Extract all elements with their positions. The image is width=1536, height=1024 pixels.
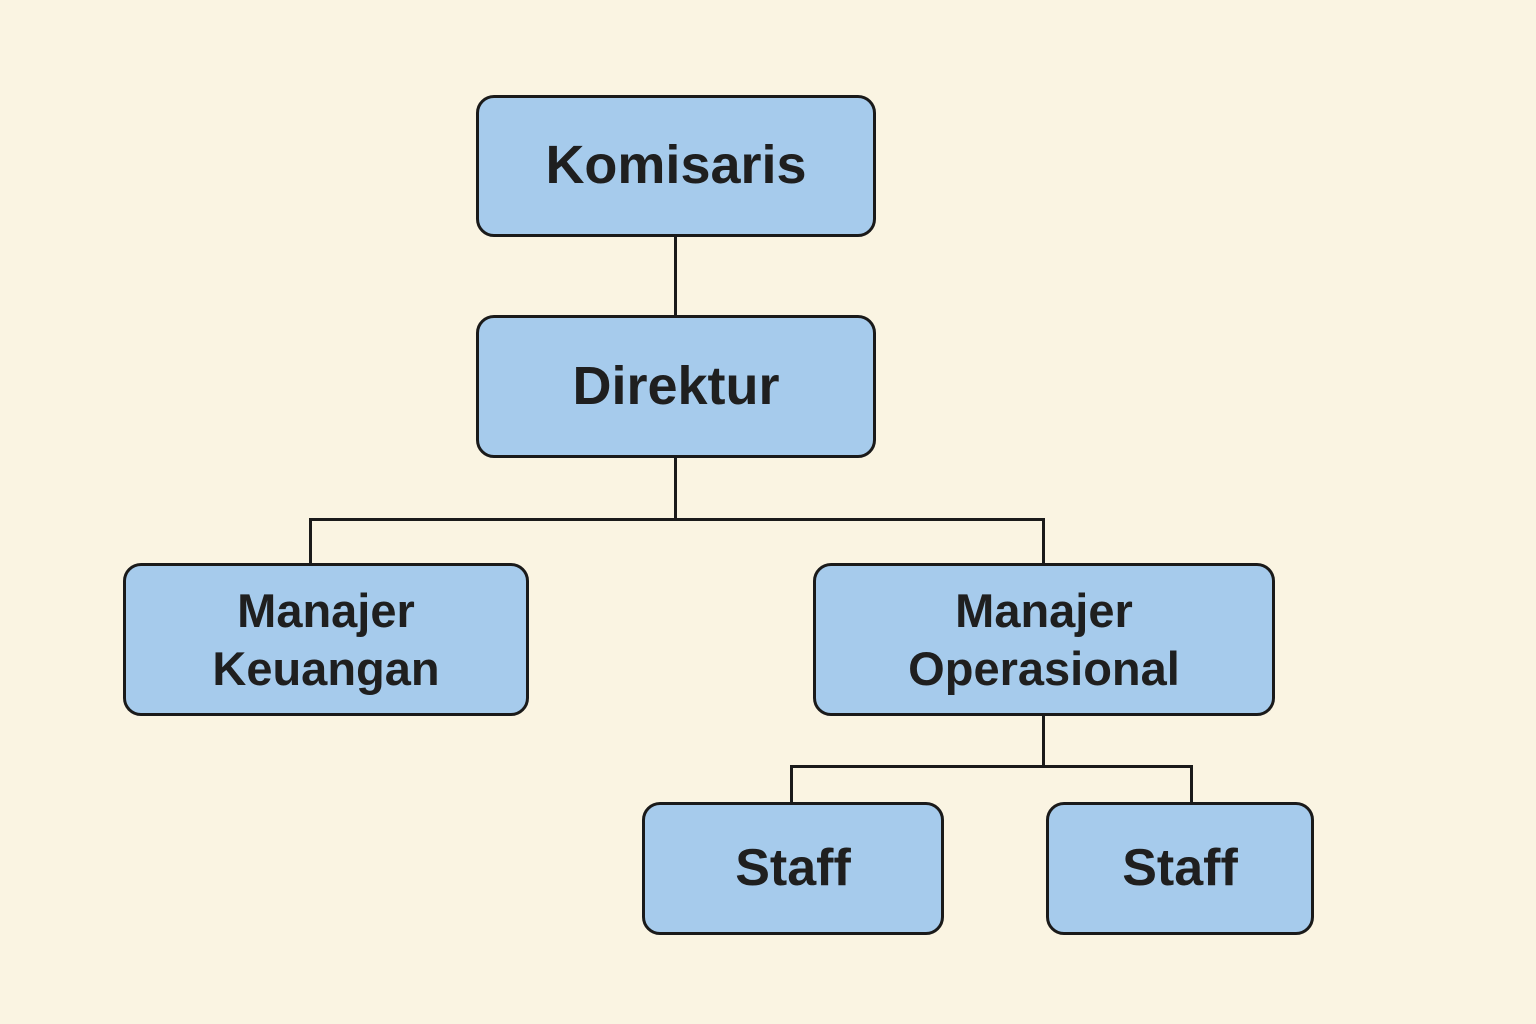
node-staff-1-label: Staff [735,838,851,897]
node-komisaris-label: Komisaris [545,135,807,196]
connector-drop-staff-2 [1190,765,1193,802]
node-staff-2: Staff [1046,802,1314,935]
node-staff-1: Staff [642,802,944,935]
connector-staff-horizontal-bar [790,765,1193,768]
connector-drop-staff-1 [790,765,793,802]
node-manajer-keuangan: Manajer Keuangan [123,563,529,716]
node-manajer-keuangan-label: Manajer Keuangan [212,584,440,695]
node-komisaris: Komisaris [476,95,876,237]
connector-operasional-stem [1042,716,1045,768]
node-manajer-operasional: Manajer Operasional [813,563,1275,716]
node-manajer-operasional-label: Manajer Operasional [908,584,1180,695]
connector-direktur-stem [674,458,677,520]
connector-drop-manajer-operasional [1042,518,1045,563]
node-direktur: Direktur [476,315,876,458]
node-direktur-label: Direktur [572,355,780,416]
connector-managers-horizontal-bar [309,518,1045,521]
node-staff-2-label: Staff [1122,838,1238,897]
connector-komisaris-direktur [674,237,677,315]
connector-drop-manajer-keuangan [309,518,312,563]
